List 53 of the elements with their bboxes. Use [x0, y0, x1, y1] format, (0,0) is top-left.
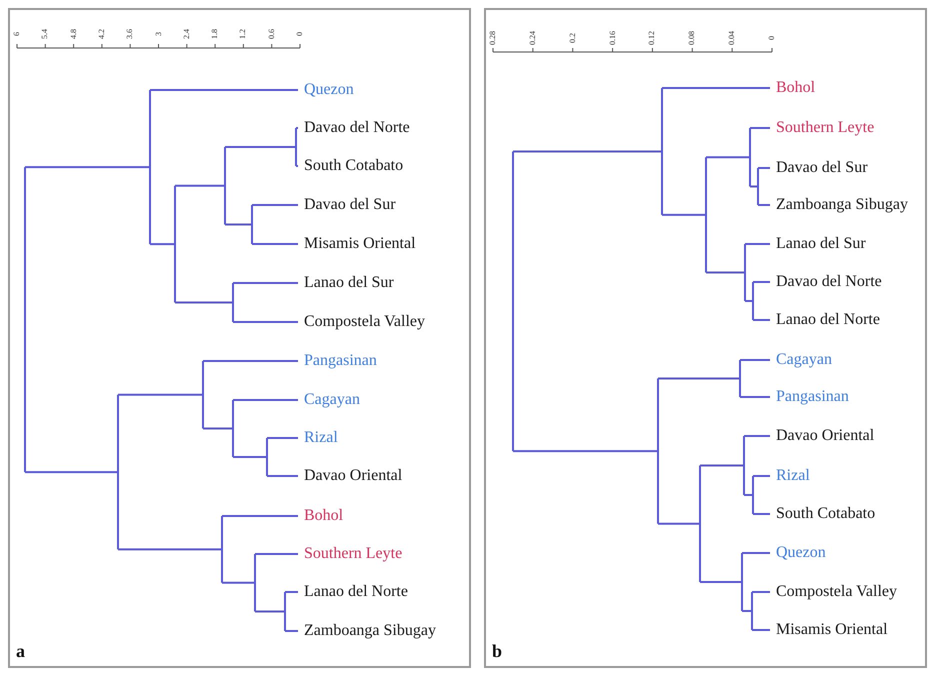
- scale-tick-label: 0.24: [528, 31, 537, 45]
- taxon-label: Lanao del Norte: [776, 310, 880, 330]
- taxon-label: Southern Leyte: [776, 118, 874, 138]
- scale-tick-label: 0: [296, 32, 304, 36]
- taxon-label: South Cotabato: [304, 156, 404, 176]
- taxon-label: Quezon: [304, 80, 354, 100]
- taxon-label: Davao Oriental: [776, 426, 874, 446]
- taxon-label: Cagayan: [776, 350, 832, 370]
- scale-tick-label: 3: [154, 32, 162, 36]
- taxon-label: Davao del Norte: [304, 118, 410, 138]
- taxon-label: Rizal: [776, 466, 810, 486]
- scale-tick-label: 4.8: [70, 29, 78, 39]
- scale-tick-label: 0.2: [568, 33, 577, 43]
- scale-tick-label: 0.16: [608, 31, 617, 45]
- taxon-label: Misamis Oriental: [304, 234, 416, 254]
- taxon-label: Lanao del Norte: [304, 582, 408, 602]
- panel-letter: b: [492, 641, 502, 662]
- taxon-label: Zamboanga Sibugay: [304, 621, 436, 641]
- taxon-label: Pangasinan: [304, 351, 377, 371]
- taxon-label: Bohol: [776, 78, 816, 98]
- taxon-label: Compostela Valley: [776, 582, 898, 602]
- scale-tick-label: 0: [768, 36, 776, 40]
- scale-tick-label: 0.12: [648, 31, 656, 45]
- taxon-label: Compostela Valley: [304, 312, 426, 332]
- taxon-label: Quezon: [776, 543, 826, 563]
- taxon-label: South Cotabato: [776, 504, 876, 524]
- taxon-label: Davao del Sur: [304, 195, 396, 215]
- scale-tick-label: 3.6: [126, 29, 134, 39]
- scale-tick-label: 1.8: [211, 29, 220, 39]
- scale-tick-label: 2.4: [182, 29, 191, 39]
- scale-tick-label: 0.04: [728, 31, 736, 45]
- taxon-label: Rizal: [304, 428, 338, 448]
- taxon-label: Pangasinan: [776, 387, 849, 407]
- scale-tick-label: 0.28: [489, 31, 497, 45]
- tree-panel: [484, 8, 927, 668]
- scale-tick-label: 0.6: [268, 29, 276, 39]
- taxon-label: Southern Leyte: [304, 544, 402, 564]
- scale-tick-label: 0.08: [688, 31, 696, 45]
- taxon-label: Lanao del Sur: [304, 273, 394, 293]
- taxon-label: Davao del Norte: [776, 272, 882, 292]
- scale-tick-label: 4.2: [98, 29, 106, 39]
- taxon-label: Bohol: [304, 506, 344, 526]
- scale-tick-label: 1.2: [239, 29, 248, 39]
- taxon-label: Zamboanga Sibugay: [776, 195, 908, 215]
- taxon-label: Lanao del Sur: [776, 234, 866, 254]
- panel-letter: a: [16, 641, 25, 662]
- taxon-label: Davao del Sur: [776, 158, 868, 178]
- taxon-label: Cagayan: [304, 390, 360, 410]
- taxon-label: Misamis Oriental: [776, 620, 888, 640]
- scale-tick-label: 5.4: [41, 29, 50, 39]
- tree-panel: [8, 8, 471, 668]
- scale-tick-label: 6: [13, 32, 21, 36]
- taxon-label: Davao Oriental: [304, 466, 402, 486]
